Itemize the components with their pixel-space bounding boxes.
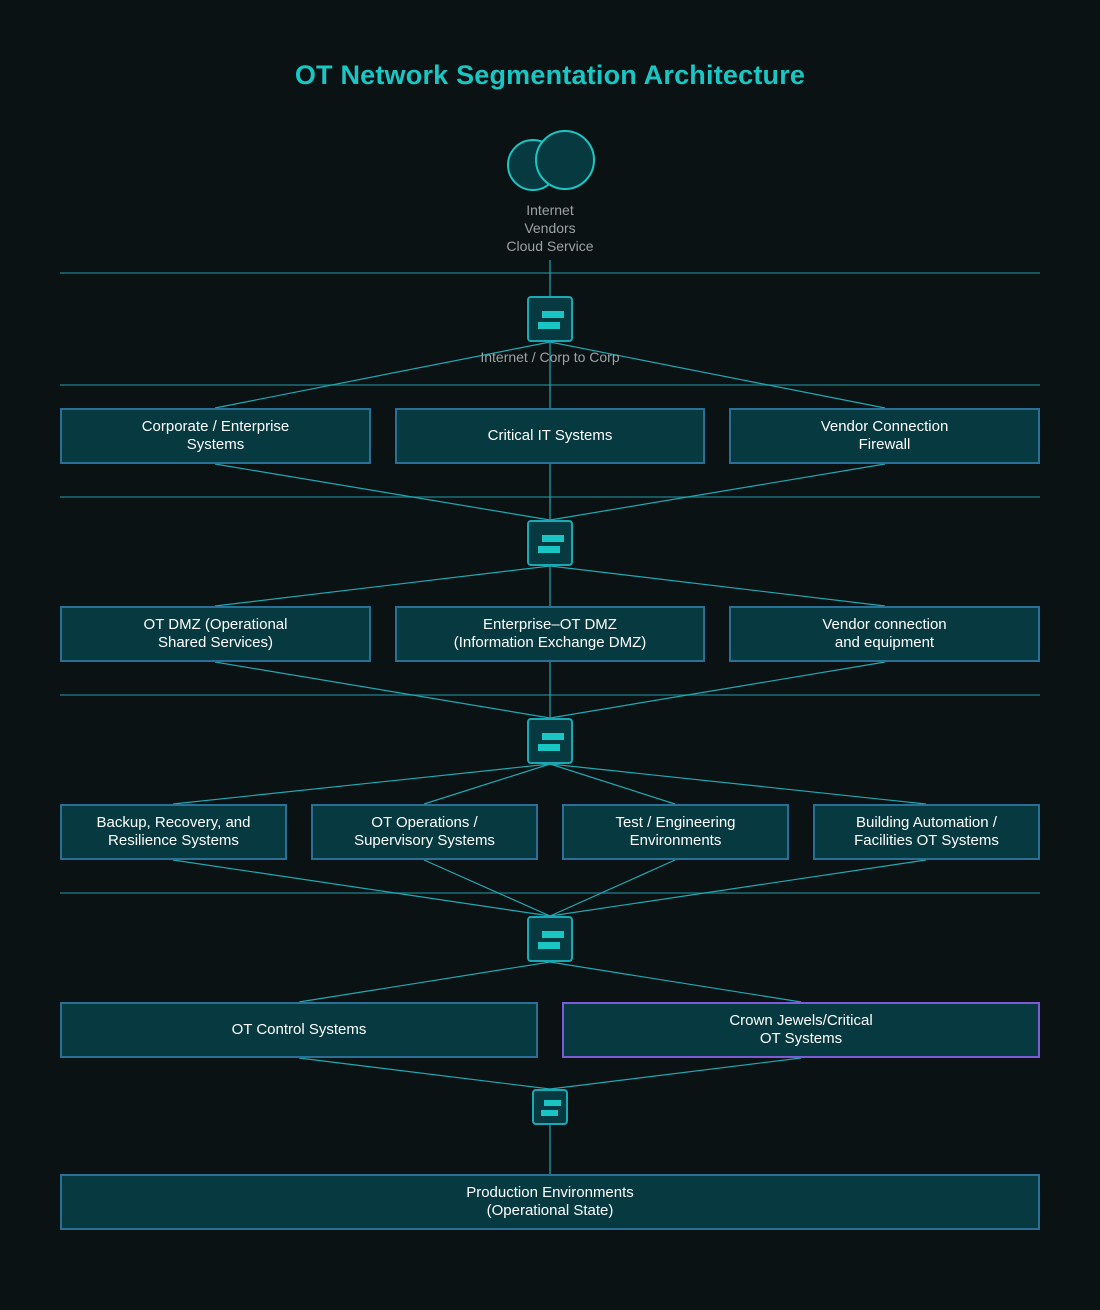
connector-line: [214, 341, 551, 409]
node-vendor-connection-firewall[interactable]: Vendor Connection Firewall: [729, 408, 1040, 464]
connector-line: [172, 859, 551, 917]
node-enterprise-ot-dmz[interactable]: Enterprise–OT DMZ (Information Exchange …: [395, 606, 705, 662]
node-ot-control-systems[interactable]: OT Control Systems: [60, 1002, 538, 1058]
connector-line: [549, 859, 676, 917]
connector-line: [423, 859, 551, 917]
connector-line: [549, 1057, 802, 1090]
firewall-label-internet: Internet / Corp to Corp: [480, 349, 620, 365]
connector-line: [172, 763, 551, 805]
node-corporate-enterprise-systems[interactable]: Corporate / Enterprise Systems: [60, 408, 371, 464]
connector-line: [214, 565, 551, 607]
firewall-icon: [532, 1089, 568, 1125]
external-label-cloud: Cloud Service: [506, 238, 594, 254]
node-critical-it-systems[interactable]: Critical IT Systems: [395, 408, 705, 464]
node-crown-jewels-critical-ot[interactable]: Crown Jewels/Critical OT Systems: [562, 1002, 1040, 1058]
diagram-title: OT Network Segmentation Architecture: [294, 60, 806, 90]
connector-line: [214, 463, 551, 521]
connector-line: [549, 463, 886, 521]
firewall-icon: [527, 520, 573, 566]
node-building-automation-facilities[interactable]: Building Automation / Facilities OT Syst…: [813, 804, 1040, 860]
cloud-icon: [507, 130, 595, 191]
connector-line: [549, 341, 886, 409]
connector-line: [549, 763, 676, 805]
connector-line: [549, 763, 927, 805]
external-label-internet: Internet: [526, 202, 574, 218]
external-label-vendors: Vendors: [524, 220, 576, 236]
connector-line: [549, 961, 802, 1003]
node-ot-operations-supervisory[interactable]: OT Operations / Supervisory Systems: [311, 804, 538, 860]
firewall-icon: [527, 296, 573, 342]
node-vendor-connection-equipment[interactable]: Vendor connection and equipment: [729, 606, 1040, 662]
external-sources-label: Internet Vendors Cloud Service: [450, 201, 650, 255]
connector-line: [214, 661, 551, 719]
connector-line: [549, 661, 886, 719]
connector-line: [549, 859, 927, 917]
node-production-environments[interactable]: Production Environments (Operational Sta…: [60, 1174, 1040, 1230]
connector-line: [549, 565, 886, 607]
node-test-engineering[interactable]: Test / Engineering Environments: [562, 804, 789, 860]
connector-line: [423, 763, 551, 805]
node-ot-dmz[interactable]: OT DMZ (Operational Shared Services): [60, 606, 371, 662]
connector-line: [298, 1057, 551, 1090]
connector-line: [298, 961, 551, 1003]
firewall-icon: [527, 718, 573, 764]
node-backup-recovery-resilience[interactable]: Backup, Recovery, and Resilience Systems: [60, 804, 287, 860]
firewall-icon: [527, 916, 573, 962]
